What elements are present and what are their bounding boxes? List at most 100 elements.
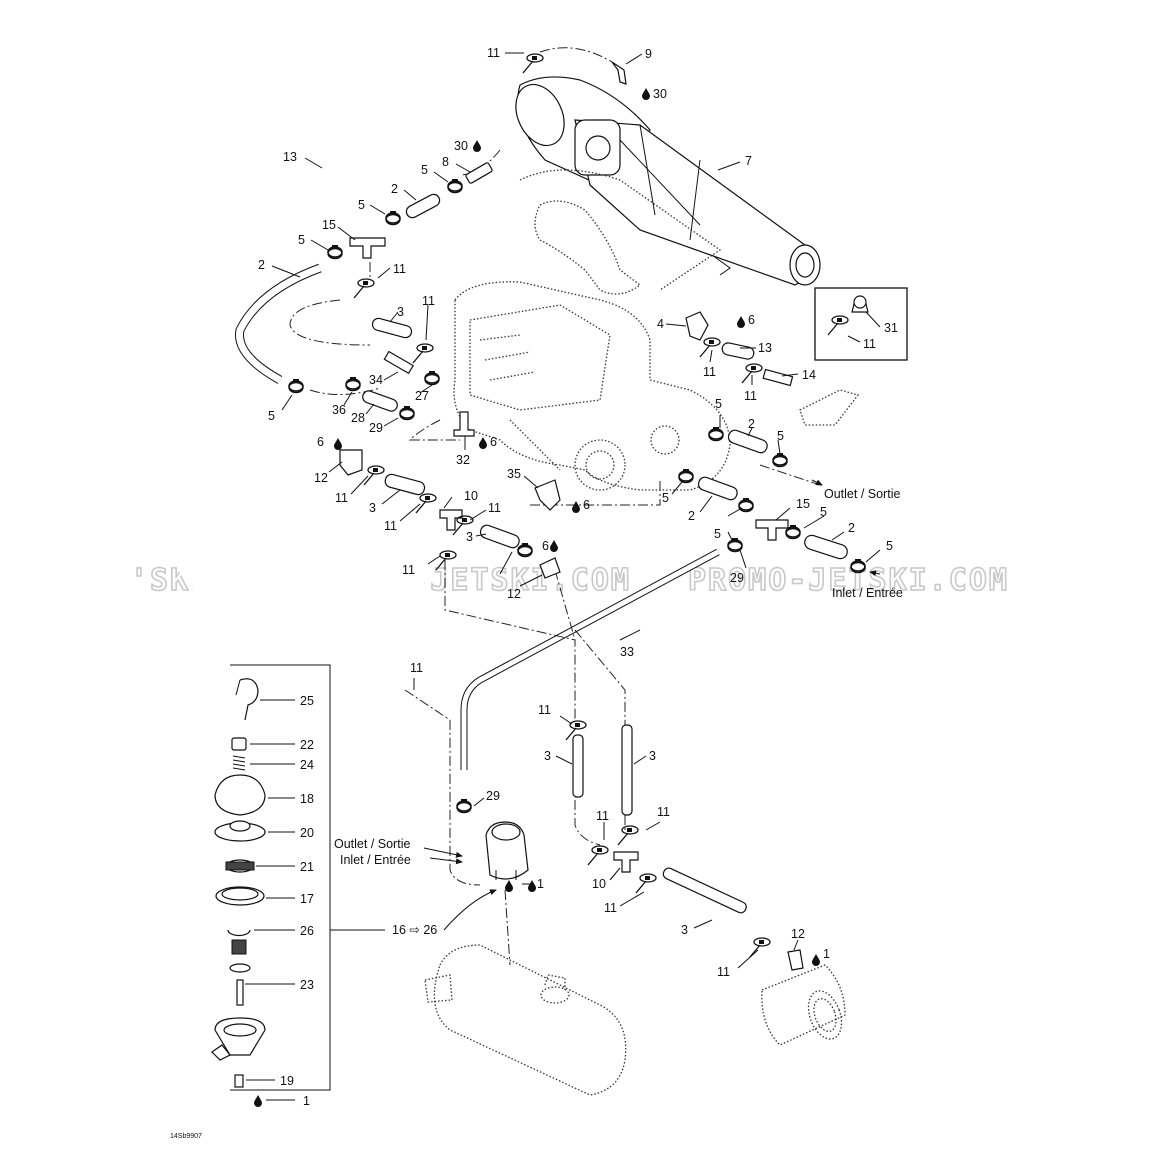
callout-4: 4 — [657, 317, 664, 331]
callout-11: 11 — [410, 661, 423, 675]
fittings-bottom-right — [565, 720, 846, 1046]
callout-11: 11 — [596, 809, 609, 823]
callout-5: 5 — [777, 429, 784, 443]
inset-box-31 — [814, 287, 908, 361]
callout-10: 10 — [592, 877, 606, 891]
callout-29: 29 — [730, 571, 744, 585]
callout-23: 23 — [300, 978, 314, 992]
callout-11: 11 — [717, 965, 730, 979]
callout-17: 17 — [300, 892, 314, 906]
callout-6: 6 — [542, 539, 549, 553]
callout-11: 11 — [604, 901, 617, 915]
callout-11: 11 — [422, 294, 435, 308]
callout-10: 10 — [464, 489, 478, 503]
callout-3: 3 — [649, 749, 656, 763]
watermark-right: PROMO-JETSKI.COM — [688, 563, 1009, 598]
callout-2: 2 — [391, 182, 398, 196]
callout-15: 15 — [796, 497, 810, 511]
callout-9: 9 — [645, 47, 652, 61]
callout-15: 15 — [322, 218, 336, 232]
callout-11: 11 — [384, 519, 397, 533]
callout-5: 5 — [820, 505, 827, 519]
outlet-label-right: Outlet / Sortie — [824, 487, 900, 501]
valve-exploded-view — [211, 664, 331, 1091]
exhaust-manifold-dotted — [519, 169, 722, 295]
callout-12: 12 — [791, 927, 805, 941]
hose-13-long — [173, 56, 521, 692]
hose-33 — [460, 548, 720, 770]
callout-21: 21 — [300, 860, 314, 874]
callout-14: 14 — [802, 368, 816, 382]
callout-5: 5 — [886, 539, 893, 553]
callout-18: 18 — [300, 792, 314, 806]
drawing-code: 14Sb9907 — [170, 1133, 202, 1140]
callout-3: 3 — [369, 501, 376, 515]
callout-5: 5 — [715, 397, 722, 411]
inlet-label-left: Inlet / Entrée — [340, 853, 411, 867]
callout-11: 11 — [657, 805, 670, 819]
inlet-label-right: Inlet / Entrée — [832, 586, 903, 600]
callout-12: 12 — [507, 587, 521, 601]
callout-8: 8 — [442, 155, 449, 169]
callout-5: 5 — [298, 233, 305, 247]
callout-3: 3 — [681, 923, 688, 937]
range-label-16-26: 16 ⇨ 26 — [392, 923, 437, 937]
callout-29: 29 — [369, 421, 383, 435]
callout-11: 11 — [744, 389, 757, 403]
callout-3: 3 — [466, 530, 473, 544]
callout-1: 1 — [823, 947, 830, 961]
callout-11: 11 — [863, 337, 876, 351]
callout-13: 13 — [283, 150, 297, 164]
callout-29: 29 — [486, 789, 500, 803]
callout-6: 6 — [317, 435, 324, 449]
callout-5: 5 — [714, 527, 721, 541]
callout-34: 34 — [369, 373, 383, 387]
outlet-label-left: Outlet / Sortie — [334, 837, 410, 851]
callout-3: 3 — [544, 749, 551, 763]
callout-12: 12 — [314, 471, 328, 485]
callout-1: 1 — [303, 1094, 310, 1108]
callout-6: 6 — [490, 435, 497, 449]
water-canister — [761, 964, 846, 1046]
callout-25: 25 — [300, 694, 314, 708]
callout-11: 11 — [487, 46, 500, 60]
callout-32: 32 — [456, 453, 470, 467]
callout-6: 6 — [583, 498, 590, 512]
fittings-middle — [339, 449, 561, 579]
callout-1: 1 — [537, 877, 544, 891]
callout-35: 35 — [507, 467, 521, 481]
flow-labels: Outlet / Sortie Inlet / Entrée Outlet / … — [334, 487, 903, 937]
callout-11: 11 — [335, 491, 348, 505]
callout-28: 28 — [351, 411, 365, 425]
callout-30: 30 — [653, 87, 667, 101]
callout-2: 2 — [848, 521, 855, 535]
callout-31: 31 — [884, 321, 898, 335]
callout-numbers: 11 9 30 7 13 30 8 5 2 5 15 5 2 11 3 11 3… — [258, 46, 898, 1108]
callout-5: 5 — [358, 198, 365, 212]
callout-30: 30 — [454, 139, 468, 153]
callout-6: 6 — [748, 313, 755, 327]
exhaust-pipe-7 — [515, 76, 821, 286]
fittings-upper — [235, 53, 860, 437]
callout-5: 5 — [662, 491, 669, 505]
callout-33: 33 — [620, 645, 634, 659]
fittings-right — [678, 426, 866, 574]
callout-11: 11 — [538, 703, 551, 717]
callout-24: 24 — [300, 758, 314, 772]
callout-13: 13 — [758, 341, 772, 355]
callout-11: 11 — [703, 365, 716, 379]
leader-lines — [245, 52, 881, 1101]
callout-22: 22 — [300, 738, 314, 752]
callout-3: 3 — [397, 305, 404, 319]
callout-36: 36 — [332, 403, 346, 417]
callout-11: 11 — [402, 563, 415, 577]
callout-2: 2 — [748, 417, 755, 431]
callout-2: 2 — [688, 509, 695, 523]
callout-19: 19 — [280, 1074, 294, 1088]
engine-block — [453, 281, 731, 491]
callout-11: 11 — [488, 501, 501, 515]
callout-5: 5 — [268, 409, 275, 423]
callout-20: 20 — [300, 826, 314, 840]
callout-27: 27 — [415, 389, 429, 403]
